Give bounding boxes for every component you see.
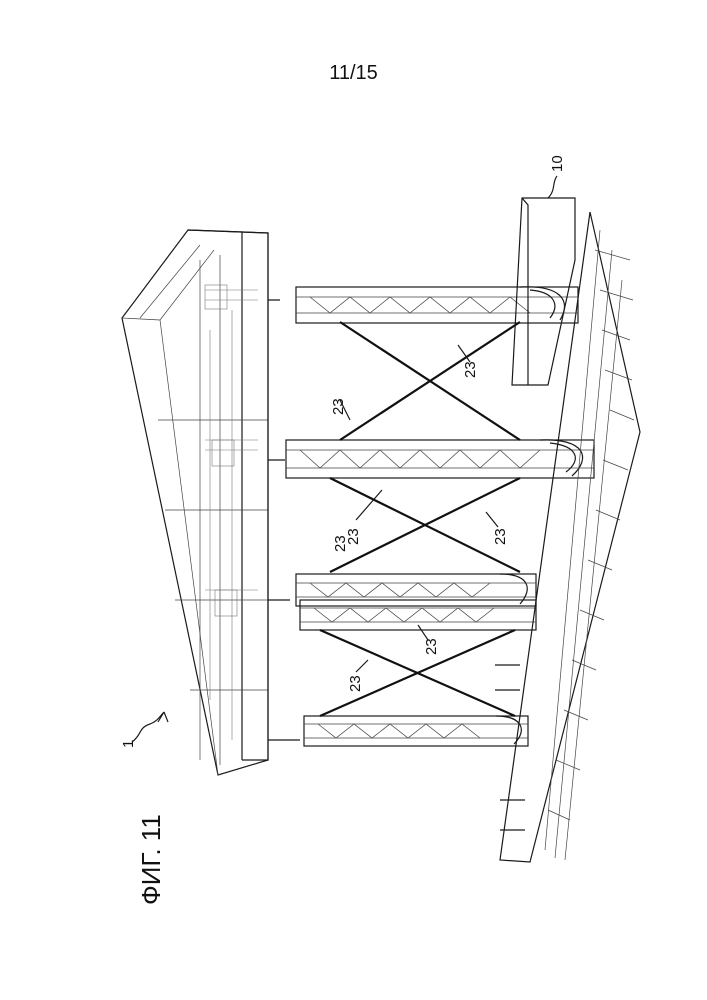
cross-bracing bbox=[320, 322, 520, 716]
ref-10-leader bbox=[548, 176, 557, 198]
base-grid bbox=[495, 212, 640, 862]
ref-brace-label-g: 23 bbox=[423, 638, 440, 655]
ref-10-group: 10 bbox=[548, 155, 566, 198]
box-unit bbox=[512, 198, 575, 385]
ref-brace-label-a: 23 bbox=[330, 398, 347, 415]
ref-1-group: 1 bbox=[120, 712, 168, 748]
ref-unit-label: 10 bbox=[549, 155, 566, 172]
ref-1-leader bbox=[132, 712, 164, 742]
truss-leg-1 bbox=[296, 287, 578, 323]
ref-brace-label-b: 23 bbox=[462, 361, 479, 378]
truss-leg-5 bbox=[304, 716, 528, 746]
ref-brace-label-d: 23 bbox=[332, 535, 349, 552]
figure-label: ФИГ. 11 bbox=[136, 814, 166, 905]
ref-device-label: 1 bbox=[120, 740, 137, 748]
ref-brace-label-e: 23 bbox=[492, 528, 509, 545]
ref-23-labels: 23 23 23 23 23 23 23 bbox=[330, 345, 509, 692]
ref-brace-label-f: 23 bbox=[347, 675, 364, 692]
housing-module bbox=[122, 230, 300, 775]
truss-leg-2 bbox=[286, 440, 594, 478]
truss-leg-3 bbox=[296, 574, 536, 606]
